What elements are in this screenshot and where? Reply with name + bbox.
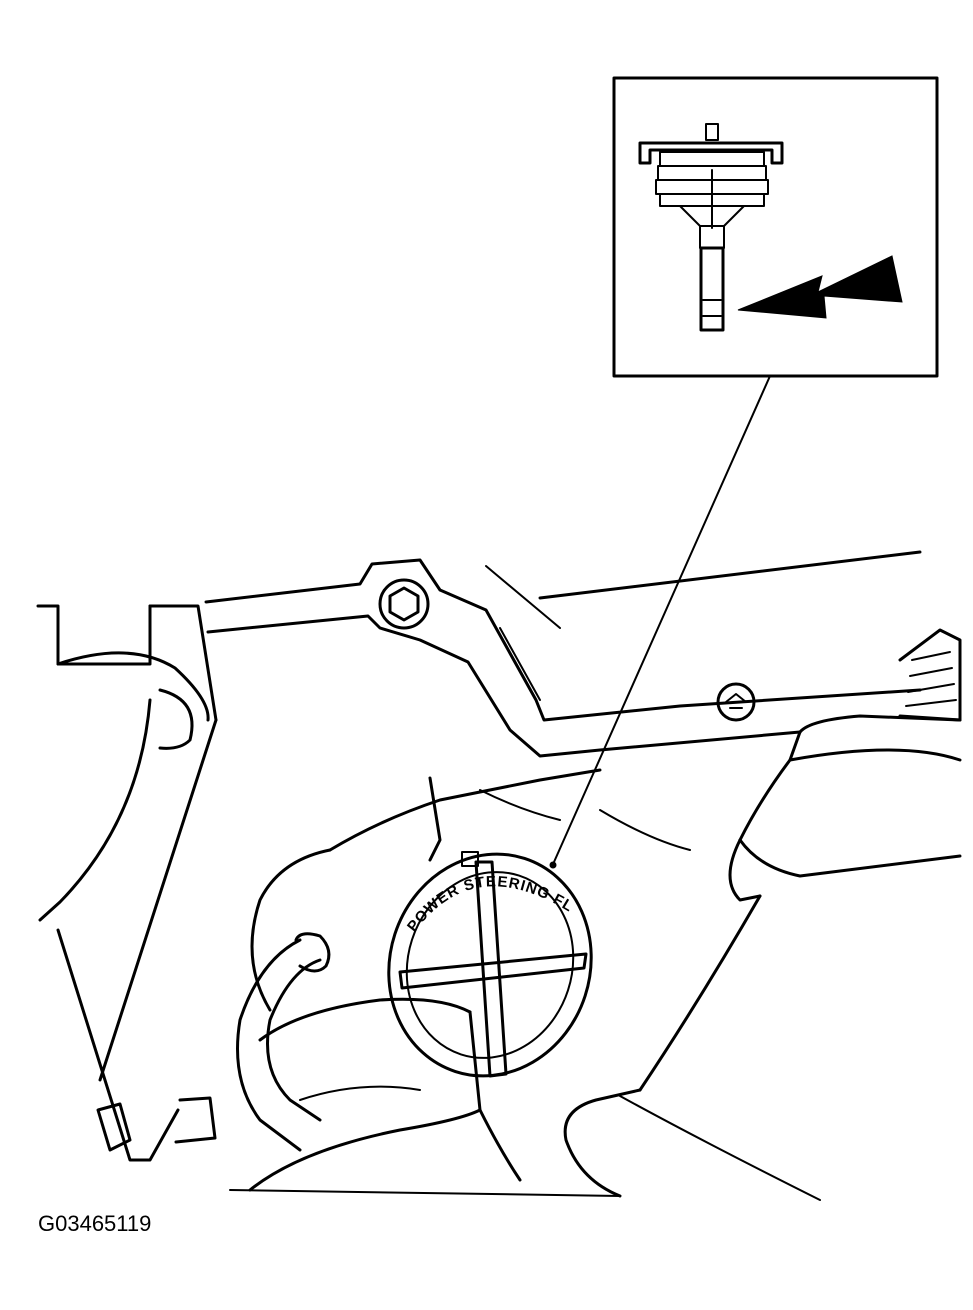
inset-frame	[612, 76, 939, 378]
leader-dot	[549, 861, 557, 869]
dipstick-icon	[638, 123, 784, 332]
reservoir-cap: POWER STEERING FLUID	[0, 0, 593, 1078]
dipstick-inset	[612, 76, 939, 378]
screw-icon	[716, 682, 756, 722]
arrow-icon	[737, 255, 903, 319]
engine-compartment	[36, 550, 962, 1201]
leader-line	[553, 375, 771, 863]
figure-code: G03465119	[38, 1211, 152, 1236]
bolt-icon	[378, 578, 430, 630]
